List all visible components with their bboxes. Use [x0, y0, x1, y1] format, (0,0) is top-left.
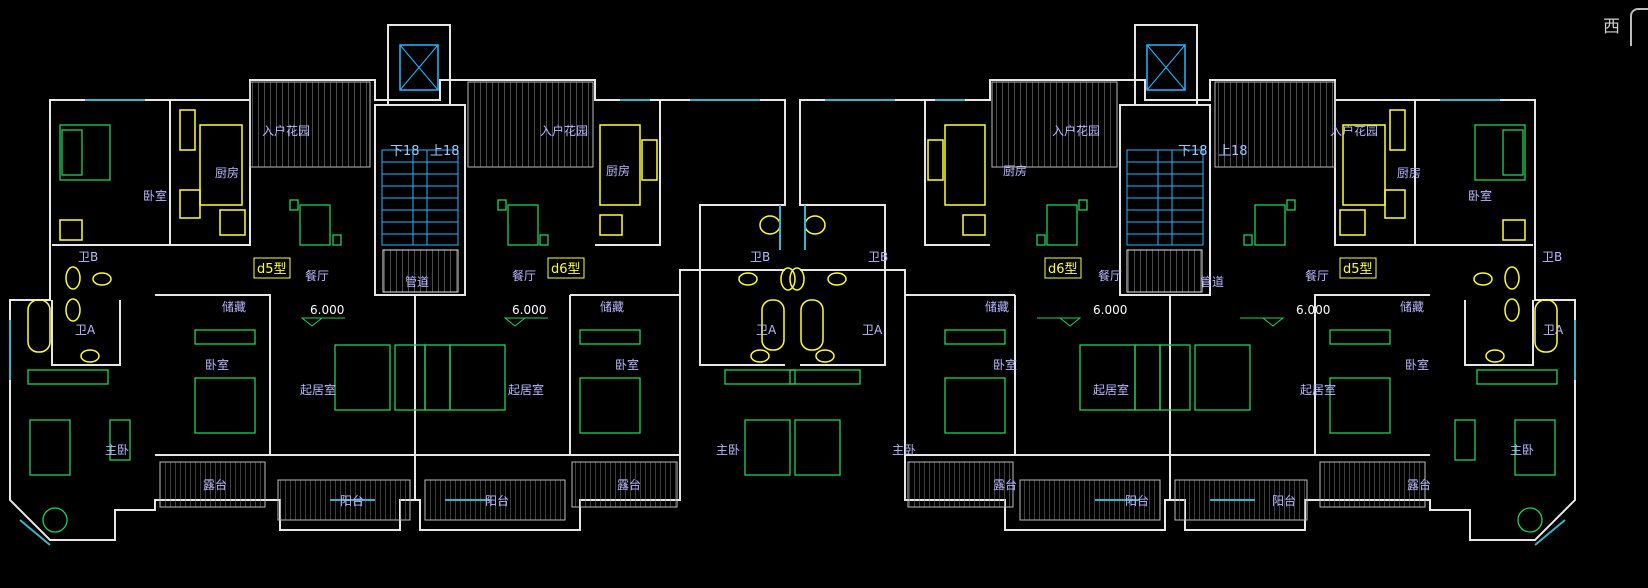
room-label-balcony: 阳台	[1272, 493, 1296, 508]
building-half-right	[780, 24, 1576, 546]
elevation-label: 6.000	[310, 303, 344, 317]
room-label-balcony: 阳台	[1125, 493, 1149, 508]
unit-type-label: d5型	[1343, 262, 1373, 277]
terrace-1	[159, 461, 266, 508]
room-label-bath-a: 卫A	[75, 323, 96, 337]
room-label-balcony: 阳台	[340, 493, 364, 508]
room-label-balcony: 阳台	[485, 493, 509, 508]
room-label-kitchen: 厨房	[606, 163, 630, 178]
unit-type-label: d6型	[551, 262, 581, 277]
stair-2-labels: 下18 上18 管道	[1178, 144, 1248, 289]
stair-down-label: 下18	[1178, 144, 1208, 159]
room-label-terrace: 露台	[617, 477, 641, 492]
room-label-storage: 储藏	[985, 299, 1009, 314]
elevation-label: 6.000	[512, 303, 546, 317]
room-label-kitchen: 厨房	[215, 165, 239, 180]
room-label-bath-a: 卫A	[1543, 323, 1564, 337]
room-label-kitchen: 厨房	[1397, 165, 1421, 180]
unit-3-labels: 入户花园 厨房 餐厅 起居室 卧室 储藏 露台 阳台 主卧 卫B 卫A d6型 …	[862, 123, 1149, 508]
stair-core	[374, 24, 466, 296]
room-label-entry-garden: 入户花园	[1330, 123, 1378, 138]
unit-type-label: d6型	[1048, 262, 1078, 277]
unit-4-labels: 入户花园 厨房 卧室 餐厅 起居室 卧室 储藏 主卧 露台 阳台 卫B 卫A d…	[1272, 123, 1564, 508]
stair-1-labels: 下18 上18 管道	[390, 144, 460, 289]
windows	[9, 99, 781, 546]
room-label-bath-a: 卫A	[862, 323, 883, 337]
room-label-living: 起居室	[1093, 382, 1129, 397]
room-label-master: 主卧	[716, 443, 740, 457]
shaft-label: 管道	[405, 274, 429, 289]
room-label-bath-b: 卫B	[78, 250, 98, 264]
room-label-terrace: 露台	[993, 477, 1017, 492]
unit-type-box	[1044, 257, 1082, 279]
shaft-label: 管道	[1200, 274, 1224, 289]
unit-2-labels: 入户花园 厨房 餐厅 起居室 卧室 储藏 露台 阳台 主卧 卫B 卫A d6型 …	[485, 123, 777, 508]
room-label-dining: 餐厅	[1305, 268, 1329, 283]
unit-type-label: d5型	[257, 262, 287, 277]
elevation-markers	[300, 317, 548, 327]
exterior-walls	[9, 79, 786, 541]
room-label-bath-b: 卫B	[750, 250, 770, 264]
room-label-bedroom: 卧室	[1468, 188, 1492, 203]
room-label-master: 主卧	[105, 443, 129, 457]
entry-garden-2	[467, 81, 594, 168]
room-label-storage: 储藏	[222, 299, 246, 314]
furniture	[27, 124, 796, 533]
room-label-entry-garden: 入户花园	[540, 123, 588, 138]
room-label-master: 主卧	[892, 443, 916, 457]
room-label-living: 起居室	[508, 382, 544, 397]
room-label-entry-garden: 入户花园	[1052, 123, 1100, 138]
stair-up-label: 上18	[430, 144, 460, 159]
unit-type-box	[1339, 257, 1377, 279]
entry-garden-1	[249, 81, 371, 168]
room-label-living: 起居室	[1300, 382, 1336, 397]
unit-1-labels: 入户花园 厨房 卧室 餐厅 起居室 卧室 储藏 主卧 露台 阳台 卫B 卫A d…	[75, 123, 364, 508]
room-label-dining: 餐厅	[1098, 268, 1122, 283]
kitchen-fixtures	[179, 109, 658, 236]
room-label-kitchen: 厨房	[1003, 163, 1027, 178]
elevation-label: 6.000	[1296, 303, 1330, 317]
stair-up-label: 上18	[1218, 144, 1248, 159]
viewcube-edge[interactable]	[1630, 8, 1648, 46]
room-label-bath-b: 卫B	[868, 250, 888, 264]
stair-down-label: 下18	[390, 144, 420, 159]
unit-type-box	[547, 257, 585, 279]
room-label-dining: 餐厅	[305, 268, 329, 283]
terrace-2	[571, 461, 678, 508]
room-label-dining: 餐厅	[512, 268, 536, 283]
room-label-terrace: 露台	[203, 477, 227, 492]
unit-type-box	[253, 257, 291, 279]
room-label-storage: 储藏	[600, 299, 624, 314]
room-label-bath-b: 卫B	[1542, 250, 1562, 264]
room-label-bedroom: 卧室	[143, 188, 167, 203]
elevation-label: 6.000	[1093, 303, 1127, 317]
room-label-entry-garden: 入户花园	[262, 123, 310, 138]
room-label-bath-a: 卫A	[756, 323, 777, 337]
viewcube-west-label[interactable]: 西	[1603, 17, 1620, 37]
building-half-left	[9, 24, 805, 546]
room-label-bedroom-2: 卧室	[205, 357, 229, 372]
room-label-terrace: 露台	[1407, 477, 1431, 492]
room-label-storage: 储藏	[1400, 299, 1424, 314]
room-label-bedroom: 卧室	[615, 357, 639, 372]
room-label-bedroom: 卧室	[993, 357, 1017, 372]
room-label-bedroom-2: 卧室	[1405, 357, 1429, 372]
room-label-master: 主卧	[1510, 443, 1534, 457]
room-label-living: 起居室	[300, 382, 336, 397]
